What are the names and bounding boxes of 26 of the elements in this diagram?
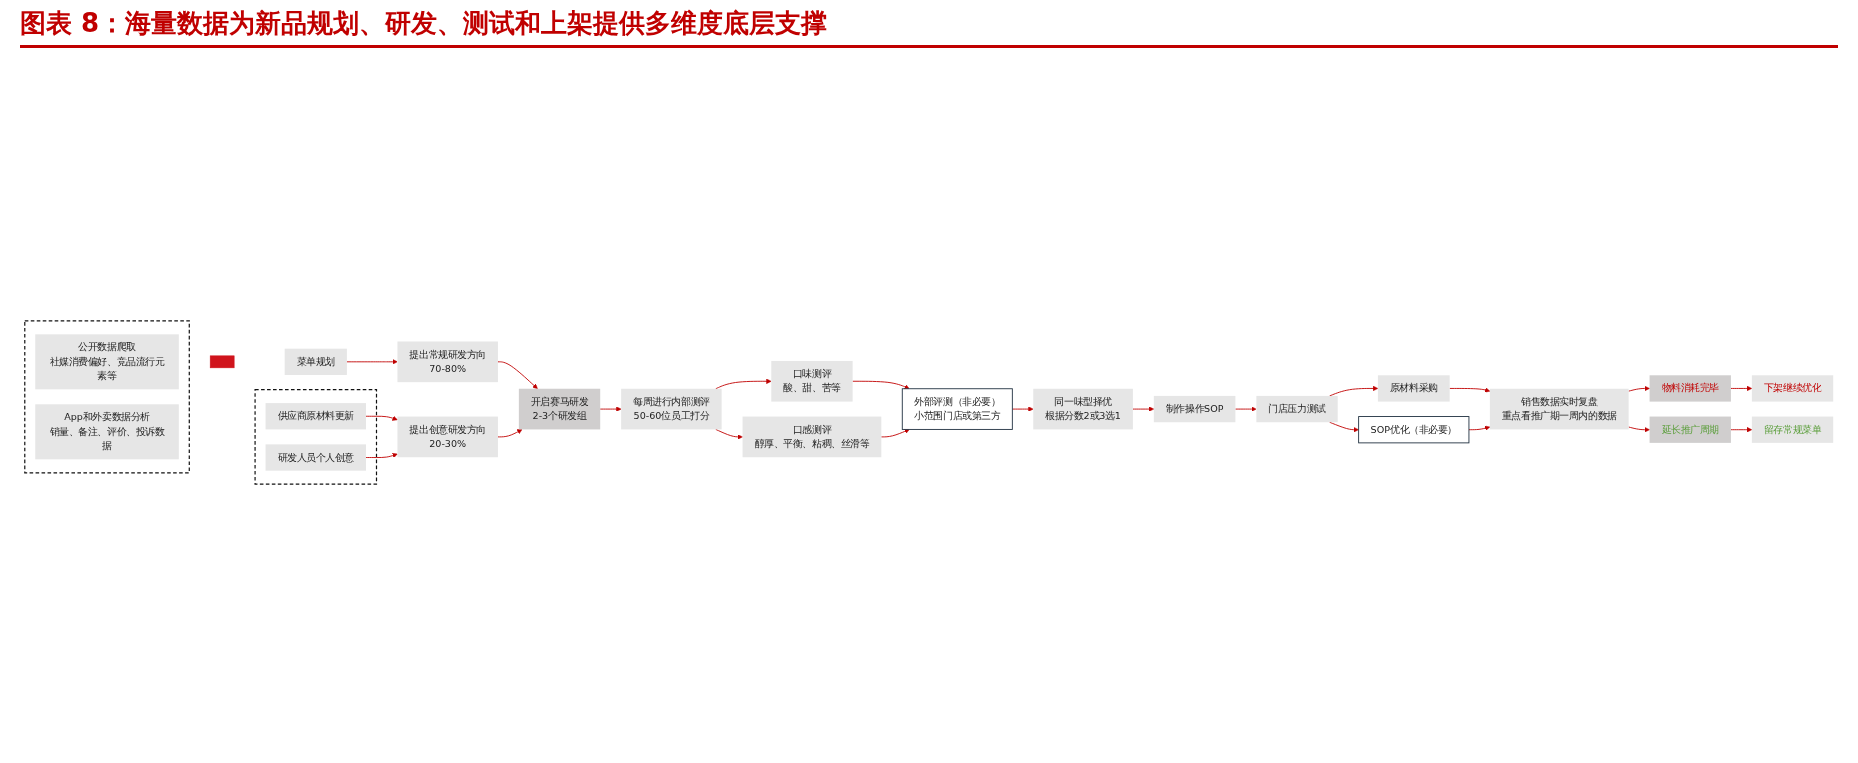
cluster xyxy=(254,389,378,485)
diagram-title: 图表 8：海量数据为新品规划、研发、测试和上架提供多维度底层支撑 xyxy=(20,6,1838,48)
node-box: 开启赛马研发 2-3个研发组 xyxy=(518,388,601,430)
node-box: 提出创意研发方向 20-30% xyxy=(397,416,498,458)
node-box: 留存常规菜单 xyxy=(1751,416,1834,443)
node-box: 制作操作SOP xyxy=(1153,395,1236,423)
node-box: 提出常规研发方向 70-80% xyxy=(397,341,498,383)
node-box: 口味测评 酸、甜、苦等 xyxy=(771,360,853,402)
node-box: 原材料采购 xyxy=(1377,375,1450,402)
node-box: 销售数据实时复盘 重点看推广期一周内的数据 xyxy=(1489,388,1629,430)
node-box: 门店压力测试 xyxy=(1256,395,1338,423)
node-box: 研发人员个人创意 xyxy=(265,444,367,471)
node-box: 每周进行内部测评 50-60位员工打分 xyxy=(621,388,722,430)
node-box: App和外卖数据分析 销量、备注、评价、投诉数据 xyxy=(35,404,179,460)
node-box: SOP优化（非必要） xyxy=(1358,416,1470,444)
node-box: 外部评测（非必要） 小范围门店或第三方 xyxy=(901,388,1013,430)
node-box: 物料消耗完毕 xyxy=(1649,375,1731,402)
node-box: 同一味型择优 根据分数2或3选1 xyxy=(1033,388,1133,430)
node-box: 口感测评 醇厚、平衡、粘稠、丝滑等 xyxy=(742,416,882,458)
node-box: 菜单规划 xyxy=(284,348,347,375)
node-box: 延长推广周期 xyxy=(1649,416,1731,443)
node-box: 供应商原材料更新 xyxy=(265,403,367,430)
node-box: 下架继续优化 xyxy=(1751,375,1834,402)
node-box: 公开数据爬取 社媒消费偏好、竞品流行元素等 xyxy=(35,334,179,390)
cluster xyxy=(24,320,190,474)
node-cross xyxy=(209,355,235,369)
